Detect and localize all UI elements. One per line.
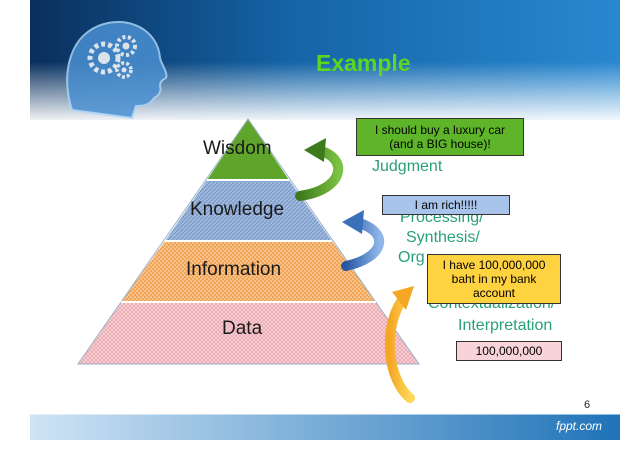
process-label-judgment: Judgment	[372, 158, 443, 175]
callout-baht-line-3: account	[472, 286, 516, 300]
arrow-information-to-knowledge-icon	[341, 210, 385, 271]
callout-amount: 100,000,000	[456, 341, 562, 361]
callout-luxury-car-line-1: I should buy a luxury car	[374, 123, 506, 137]
pyramid-level-knowledge	[165, 180, 332, 241]
process-label-processing-3: Org	[398, 249, 425, 266]
callout-luxury-car-line-2: (and a BIG house)!	[389, 137, 491, 151]
pyramid-level-data	[78, 302, 419, 364]
callout-rich: I am rich!!!!!	[382, 195, 510, 215]
gear-head-icon	[66, 21, 168, 120]
pyramid-level-information	[121, 241, 376, 302]
process-label-contextualization-2: Interpretation	[458, 317, 553, 334]
callout-baht-line-1: I have 100,000,000	[442, 258, 546, 272]
footer-band	[30, 413, 620, 440]
footer-brand: fppt.com	[556, 419, 603, 433]
pyramid-level-wisdom	[207, 119, 289, 180]
callout-luxury-car: I should buy a luxury car (and a BIG hou…	[356, 118, 524, 156]
pyramid-label-information: Information	[186, 259, 282, 280]
callout-baht: I have 100,000,000 baht in my bank accou…	[427, 254, 561, 304]
pyramid-label-data: Data	[222, 318, 263, 339]
process-label-processing-2: Synthesis/	[406, 229, 480, 246]
pyramid-label-knowledge: Knowledge	[190, 199, 285, 220]
pyramid	[77, 118, 420, 365]
arrow-data-to-information-icon	[384, 286, 415, 403]
callout-baht-line-2: baht in my bank	[451, 272, 537, 286]
arrow-knowledge-to-wisdom-icon	[295, 138, 344, 201]
page-number: 6	[584, 399, 591, 411]
pyramid-label-wisdom: Wisdom	[203, 138, 272, 159]
slide-title: Example	[316, 50, 411, 76]
